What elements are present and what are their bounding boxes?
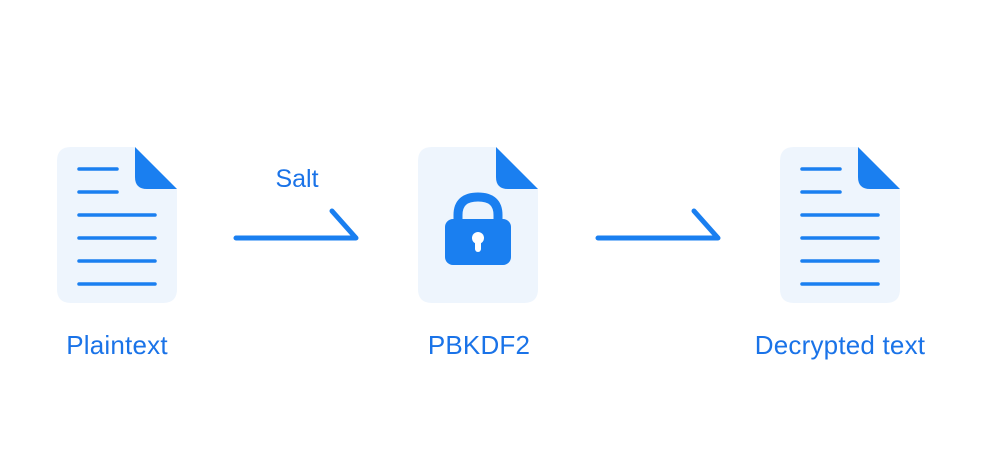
arrow-right-icon bbox=[595, 208, 721, 241]
lock-icon bbox=[445, 192, 511, 265]
locked-document-icon bbox=[418, 147, 538, 303]
arrow-label-salt: Salt bbox=[275, 165, 319, 193]
arrow-right-icon bbox=[233, 208, 359, 241]
node-label-decrypted-text: Decrypted text bbox=[754, 330, 926, 360]
node-label-plaintext: Plaintext bbox=[66, 330, 168, 360]
document-icon bbox=[57, 147, 177, 303]
node-label-pbkdf2: PBKDF2 bbox=[427, 330, 531, 360]
document-icon bbox=[780, 147, 900, 303]
